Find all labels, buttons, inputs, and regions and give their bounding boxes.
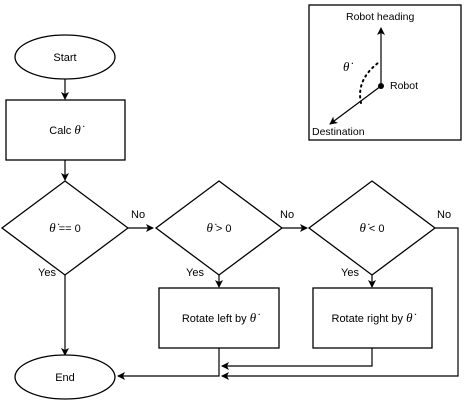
edge-decision3-end	[221, 227, 459, 380]
robot-inset: Robot heading Robot Destination θ̇	[308, 4, 462, 141]
robot-dot	[378, 83, 384, 89]
calc-label-symbol: θ̇	[74, 122, 84, 137]
decision-negative-symbol: θ̇	[359, 220, 369, 235]
rotate-right-label: Rotate right by θ̇	[332, 310, 417, 325]
yes-label-3: Yes	[341, 267, 359, 279]
decision-negative: θ̇ < 0	[307, 180, 437, 276]
angle-arc	[359, 62, 379, 104]
robot-heading-label: Robot heading	[346, 11, 414, 23]
yes-label-1: Yes	[38, 267, 56, 279]
destination-arrow	[329, 85, 382, 125]
decision-positive-condition: > 0	[213, 223, 232, 235]
decision-positive-label: θ̇ > 0	[206, 220, 231, 235]
edge-rotate-right-join	[221, 348, 373, 370]
decision-zero-symbol: θ̇	[49, 220, 59, 235]
end-label: End	[55, 372, 75, 384]
calc-node: Calc θ̇	[5, 99, 126, 161]
rotate-left-symbol: θ̇	[250, 310, 260, 325]
rotate-right-node: Rotate right by θ̇	[312, 287, 433, 349]
rotate-left-text: Rotate left by	[182, 313, 250, 325]
angle-symbol: θ̇	[343, 59, 353, 74]
destination-label: Destination	[312, 126, 365, 138]
start-label: Start	[53, 52, 76, 64]
decision-zero-condition: == 0	[56, 223, 81, 235]
rotate-right-text: Rotate right by	[332, 313, 407, 325]
decision-negative-condition: < 0	[366, 223, 385, 235]
no-label-3: No	[437, 209, 451, 221]
rotate-left-node: Rotate left by θ̇	[158, 287, 280, 349]
calc-label: Calc θ̇	[49, 122, 84, 137]
no-label-1: No	[131, 209, 145, 221]
decision-negative-label: θ̇ < 0	[359, 220, 384, 235]
calc-label-prefix: Calc	[49, 125, 74, 137]
decision-zero: θ̇ == 0	[0, 180, 130, 276]
start-node: Start	[14, 34, 116, 80]
decision-positive: θ̇ > 0	[154, 180, 284, 276]
decision-positive-symbol: θ̇	[206, 220, 216, 235]
no-label-2: No	[280, 209, 294, 221]
robot-label: Robot	[390, 80, 418, 92]
yes-label-2: Yes	[186, 267, 204, 279]
rotate-left-label: Rotate left by θ̇	[182, 310, 260, 325]
rotate-right-symbol: θ̇	[406, 310, 416, 325]
end-node: End	[14, 354, 116, 400]
decision-zero-label: θ̇ == 0	[49, 220, 80, 235]
edge-rotate-left-end	[117, 348, 220, 380]
